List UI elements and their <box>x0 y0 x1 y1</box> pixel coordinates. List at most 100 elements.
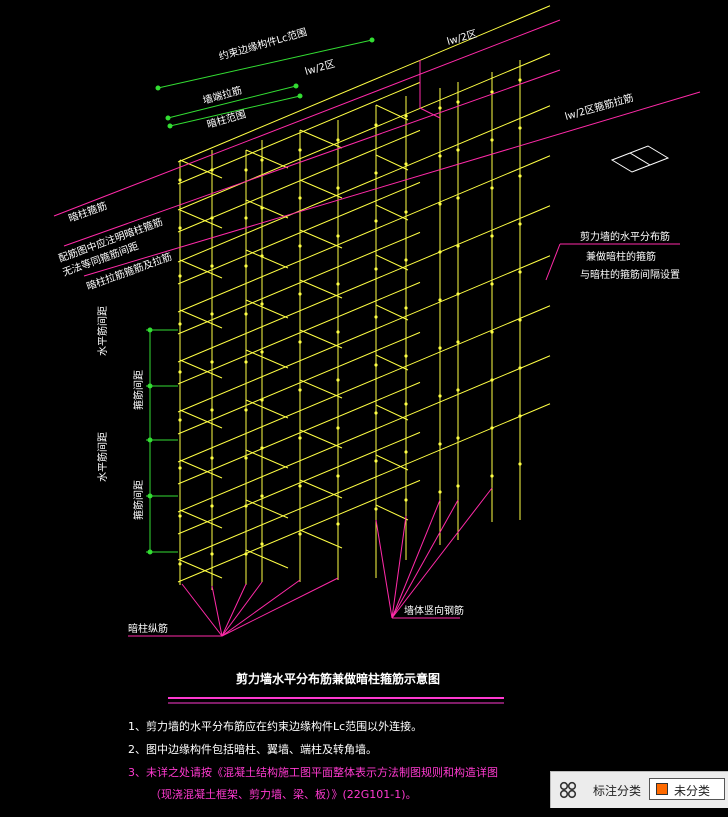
rebar-node <box>336 426 340 430</box>
horizontal-bar <box>177 305 551 463</box>
rebar-node <box>336 378 340 382</box>
leader-line <box>53 19 561 217</box>
rebar-node <box>244 312 248 316</box>
rebar-node <box>260 158 264 162</box>
horizontal-bar <box>177 155 551 313</box>
rebar-node <box>404 258 408 262</box>
category-value: 未分类 <box>674 784 711 798</box>
hoop-segment <box>299 329 343 349</box>
note-1: 1、剪力墙的水平分布筋应在约束边缘构件Lc范围以外连接。 <box>128 720 423 733</box>
leader-line <box>83 91 701 277</box>
horizontal-bar <box>177 81 421 185</box>
hoop-segment <box>179 259 223 279</box>
rebar-node <box>298 292 302 296</box>
rebar-node <box>374 123 378 127</box>
hoop-segment <box>179 359 223 379</box>
rebar-node <box>374 171 378 175</box>
horizontal-bar <box>177 479 421 583</box>
rebar-node <box>210 216 214 220</box>
hoop-segment <box>299 229 343 249</box>
annotate-category-button[interactable]: 标注分类 <box>593 784 642 798</box>
rebar-node <box>438 202 442 206</box>
rebar-node <box>260 398 264 402</box>
rebar-node <box>374 219 378 223</box>
rebar-node <box>178 370 182 374</box>
rebar-node <box>404 354 408 358</box>
section-symbol <box>610 145 670 173</box>
rebar-node <box>374 267 378 271</box>
rebar-node <box>490 186 494 190</box>
dimension-lines <box>146 37 375 555</box>
rebar-node <box>456 100 460 104</box>
label-wall-end-tie: 墙端拉筋 <box>201 83 243 107</box>
label-lw2-top: lw/2区 <box>304 58 337 78</box>
horizontal-bar <box>177 129 421 233</box>
hoop-segment <box>179 409 223 429</box>
rebar-node <box>404 450 408 454</box>
horizontal-bar <box>177 355 551 513</box>
rebar-node <box>244 408 248 412</box>
rebar-node <box>490 330 494 334</box>
rebar-node <box>244 360 248 364</box>
dimension-tick <box>147 493 153 499</box>
rebar-node <box>298 436 302 440</box>
rebar-node <box>210 264 214 268</box>
horizontal-bar <box>177 381 421 485</box>
dimension-tick <box>297 93 303 99</box>
rebar-node <box>518 414 522 418</box>
hoop-segment <box>245 249 289 269</box>
rebar-node <box>518 462 522 466</box>
rebar-node <box>210 168 214 172</box>
dimension-tick <box>155 85 161 91</box>
rebar-node <box>336 474 340 478</box>
rebar-node <box>456 436 460 440</box>
rebar-node <box>404 162 408 166</box>
hoop-segment <box>245 449 289 469</box>
rebar-node <box>260 302 264 306</box>
label-hoop-spacing-1: 箍筋间距 <box>132 370 145 410</box>
rebar-node <box>518 318 522 322</box>
grid-icon[interactable] <box>559 781 577 799</box>
hoop-segment <box>299 429 343 449</box>
horizontal-bar <box>177 255 551 413</box>
leader-line <box>391 499 441 619</box>
rebar-node <box>518 222 522 226</box>
category-select[interactable]: 未分类 <box>649 778 725 800</box>
annotation-toolbar: 标注分类 未分类 <box>550 771 728 808</box>
rebar-node <box>456 388 460 392</box>
rebar-node <box>336 138 340 142</box>
hoop-segment <box>245 199 289 219</box>
dimension-tick <box>147 549 153 555</box>
hoop-segment <box>375 404 409 421</box>
rebar-node <box>210 312 214 316</box>
rebar-node <box>374 363 378 367</box>
rebar-node <box>374 411 378 415</box>
rebar-node <box>244 504 248 508</box>
rebar-node <box>298 484 302 488</box>
hoop-segment <box>375 304 409 321</box>
rebar-node <box>260 254 264 258</box>
rebar-node <box>260 206 264 210</box>
rebar-node <box>260 494 264 498</box>
horizontal-bar <box>177 403 551 561</box>
hoop-segment <box>179 459 223 479</box>
rebar-node <box>178 562 182 566</box>
rebar-node <box>374 507 378 511</box>
rebar-node <box>490 378 494 382</box>
label-right-note-3: 与暗柱的箍筋间隔设置 <box>580 268 680 281</box>
hoop-segment <box>299 279 343 299</box>
label-lw2-hoop-right: lw/2区箍筋拉筋 <box>563 91 635 123</box>
leader-line <box>419 107 441 119</box>
horizontal-bar <box>177 205 551 363</box>
rebar-node <box>490 234 494 238</box>
leader-line <box>391 499 459 619</box>
rebar-node <box>298 244 302 248</box>
rebar-node <box>178 466 182 470</box>
hoop-segment <box>245 299 289 319</box>
rebar-node <box>244 456 248 460</box>
label-right-note-2: 兼做暗柱的箍筋 <box>586 250 656 263</box>
note-3: 3、未详之处请按《混凝土结构施工图平面整体表示方法制图规则和构造详图 <box>128 766 498 779</box>
rebar-node <box>210 456 214 460</box>
